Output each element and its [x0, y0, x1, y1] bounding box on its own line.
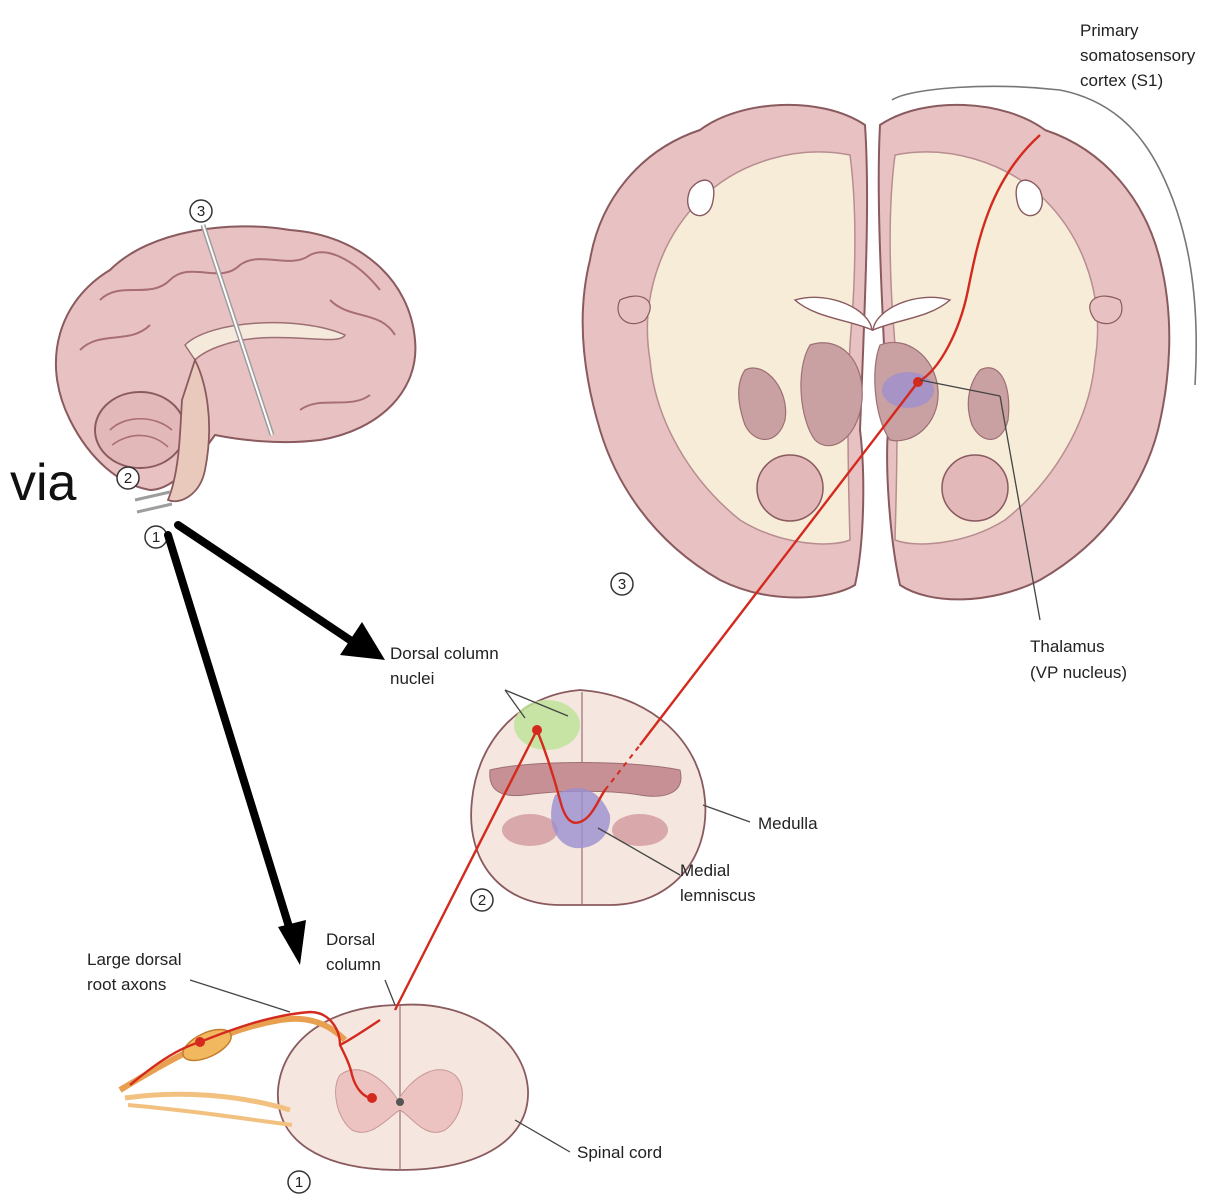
marker-1-sagittal: 1 — [144, 525, 168, 549]
dorsal-column-nuclei-highlight — [514, 700, 580, 750]
sagittal-brain — [55, 224, 417, 514]
marker-2-sagittal: 2 — [116, 466, 140, 490]
svg-text:1: 1 — [295, 1174, 303, 1191]
arrow-to-spinal-cord — [164, 531, 306, 965]
partial-text-via: via — [10, 454, 77, 512]
medulla-leader — [702, 804, 751, 823]
label-spinal-cord: Spinal cord — [577, 1143, 662, 1162]
dcn-leader-1 — [504, 689, 526, 719]
svg-text:3: 3 — [197, 203, 205, 220]
svg-text:2: 2 — [124, 470, 132, 487]
coronal-brain-section — [581, 103, 1171, 601]
label-medulla: Medulla — [758, 814, 818, 833]
label-dorsal-column-nuclei: Dorsal column nuclei — [390, 644, 503, 688]
dorsal-root-ganglion-cell — [195, 1037, 205, 1047]
thalamus-leader-2 — [919, 379, 1001, 397]
medial-lemniscus-highlight — [551, 787, 611, 849]
label-dorsal-column: Dorsal column — [326, 930, 381, 974]
svg-text:1: 1 — [152, 529, 160, 546]
spinal-cord-leader — [514, 1119, 571, 1153]
s1-bracket — [891, 85, 1197, 386]
thalamus-leader — [999, 395, 1041, 621]
marker-3-coronal: 3 — [610, 572, 634, 596]
thalamus-synapse — [913, 377, 923, 387]
marker-2-medulla: 2 — [470, 888, 494, 912]
spinal-cord-section — [277, 1003, 529, 1171]
dorsal-root-leader — [189, 979, 291, 1013]
dorsal-column-nuclei-synapse — [532, 725, 542, 735]
medial-lemniscus-leader — [597, 827, 681, 876]
label-s1: Primary somatosensory cortex (S1) — [1080, 21, 1200, 90]
marker-3-sagittal: 3 — [189, 199, 213, 223]
svg-text:3: 3 — [618, 576, 626, 593]
marker-1-spinal: 1 — [287, 1170, 311, 1194]
label-thalamus: Thalamus (VP nucleus) — [1030, 637, 1127, 682]
spinal-synapse — [367, 1093, 377, 1103]
dcn-leader-2 — [504, 689, 569, 717]
arrow-to-dorsal-column-nuclei — [174, 521, 385, 660]
svg-text:2: 2 — [478, 892, 486, 909]
dorsal-column-leader — [384, 979, 396, 1006]
dorsal-column-medial-lemniscus-pathway — [129, 134, 1041, 1103]
medulla-section — [470, 689, 707, 906]
label-medial-lemniscus: Medial lemniscus — [680, 861, 756, 905]
dorsal-root-nerve — [118, 1015, 348, 1127]
label-large-dorsal-root-axons: Large dorsal root axons — [87, 950, 186, 994]
